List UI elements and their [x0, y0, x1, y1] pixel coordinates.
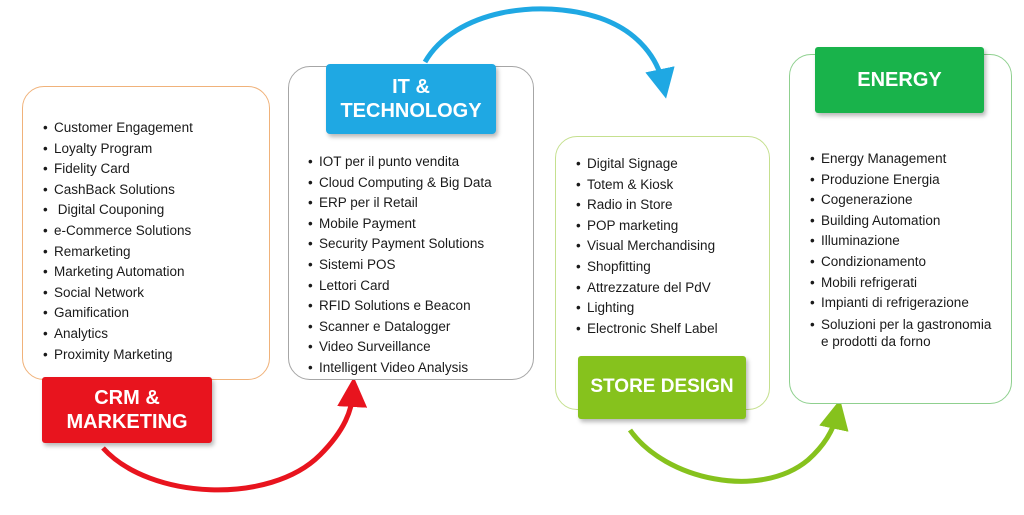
store-item: POP marketing: [576, 216, 718, 237]
energy-label: ENERGY: [815, 47, 984, 113]
crm-label-line2: MARKETING: [66, 411, 188, 433]
store-item: Totem & Kiosk: [576, 175, 718, 196]
store-items-list: Digital SignageTotem & KioskRadio in Sto…: [576, 154, 718, 339]
crm-item: Fidelity Card: [43, 159, 193, 180]
energy-item: Cogenerazione: [810, 190, 996, 211]
crm-item: Gamification: [43, 303, 193, 324]
energy-item: Soluzioni per la gastronomia e prodotti …: [810, 316, 996, 351]
it-item: IOT per il punto vendita: [308, 152, 492, 173]
energy-label-text: ENERGY: [857, 69, 942, 91]
crm-item: Remarketing: [43, 242, 193, 263]
it-item: Mobile Payment: [308, 214, 492, 235]
it-item: Scanner e Datalogger: [308, 317, 492, 338]
store-item: Shopfitting: [576, 257, 718, 278]
it-item: Video Surveillance: [308, 337, 492, 358]
energy-item: Mobili refrigerati: [810, 273, 996, 294]
it-item: Sistemi POS: [308, 255, 492, 276]
it-item: Cloud Computing & Big Data: [308, 173, 492, 194]
it-item: Intelligent Video Analysis: [308, 358, 492, 379]
crm-item: Proximity Marketing: [43, 345, 193, 366]
it-item: Lettori Card: [308, 276, 492, 297]
it-label-line2: TECHNOLOGY: [340, 100, 482, 122]
crm-item: Social Network: [43, 283, 193, 304]
energy-item: Building Automation: [810, 211, 996, 232]
crm-item: e-Commerce Solutions: [43, 221, 193, 242]
crm-items-list: Customer EngagementLoyalty ProgramFideli…: [43, 118, 193, 365]
arrow-it-to-store: [422, 6, 675, 99]
store-item: Lighting: [576, 298, 718, 319]
arrow-store-to-energy: [627, 399, 849, 484]
energy-item: Illuminazione: [810, 231, 996, 252]
store-item: Digital Signage: [576, 154, 718, 175]
store-design-label: STORE DESIGN: [578, 356, 746, 419]
it-item: Security Payment Solutions: [308, 234, 492, 255]
crm-marketing-label: CRM & MARKETING: [42, 377, 212, 443]
energy-item: Energy Management: [810, 149, 996, 170]
crm-label-line1: CRM &: [94, 387, 160, 409]
store-item: Electronic Shelf Label: [576, 319, 718, 340]
store-label-text: STORE DESIGN: [590, 376, 734, 398]
energy-item-text: Soluzioni per la gastronomia e prodotti …: [821, 316, 992, 350]
store-item: Visual Merchandising: [576, 236, 718, 257]
crm-marketing-box: Customer EngagementLoyalty ProgramFideli…: [22, 86, 270, 380]
store-item: Attrezzature del PdV: [576, 278, 718, 299]
energy-item: Produzione Energia: [810, 170, 996, 191]
crm-item: Customer Engagement: [43, 118, 193, 139]
crm-item: Digital Couponing: [43, 200, 193, 221]
store-item: Radio in Store: [576, 195, 718, 216]
energy-item: Condizionamento: [810, 252, 996, 273]
it-technology-label: IT & TECHNOLOGY: [326, 64, 496, 134]
it-items-list: IOT per il punto venditaCloud Computing …: [308, 152, 492, 379]
crm-item: Analytics: [43, 324, 193, 345]
it-item: RFID Solutions e Beacon: [308, 296, 492, 317]
energy-items-list: Energy ManagementProduzione EnergiaCogen…: [810, 149, 996, 351]
arrow-crm-to-it: [101, 377, 368, 493]
crm-item: Loyalty Program: [43, 139, 193, 160]
crm-item: Marketing Automation: [43, 262, 193, 283]
crm-item: CashBack Solutions: [43, 180, 193, 201]
energy-item: Impianti di refrigerazione: [810, 293, 996, 314]
it-item: ERP per il Retail: [308, 193, 492, 214]
it-label-line1: IT &: [392, 76, 430, 98]
